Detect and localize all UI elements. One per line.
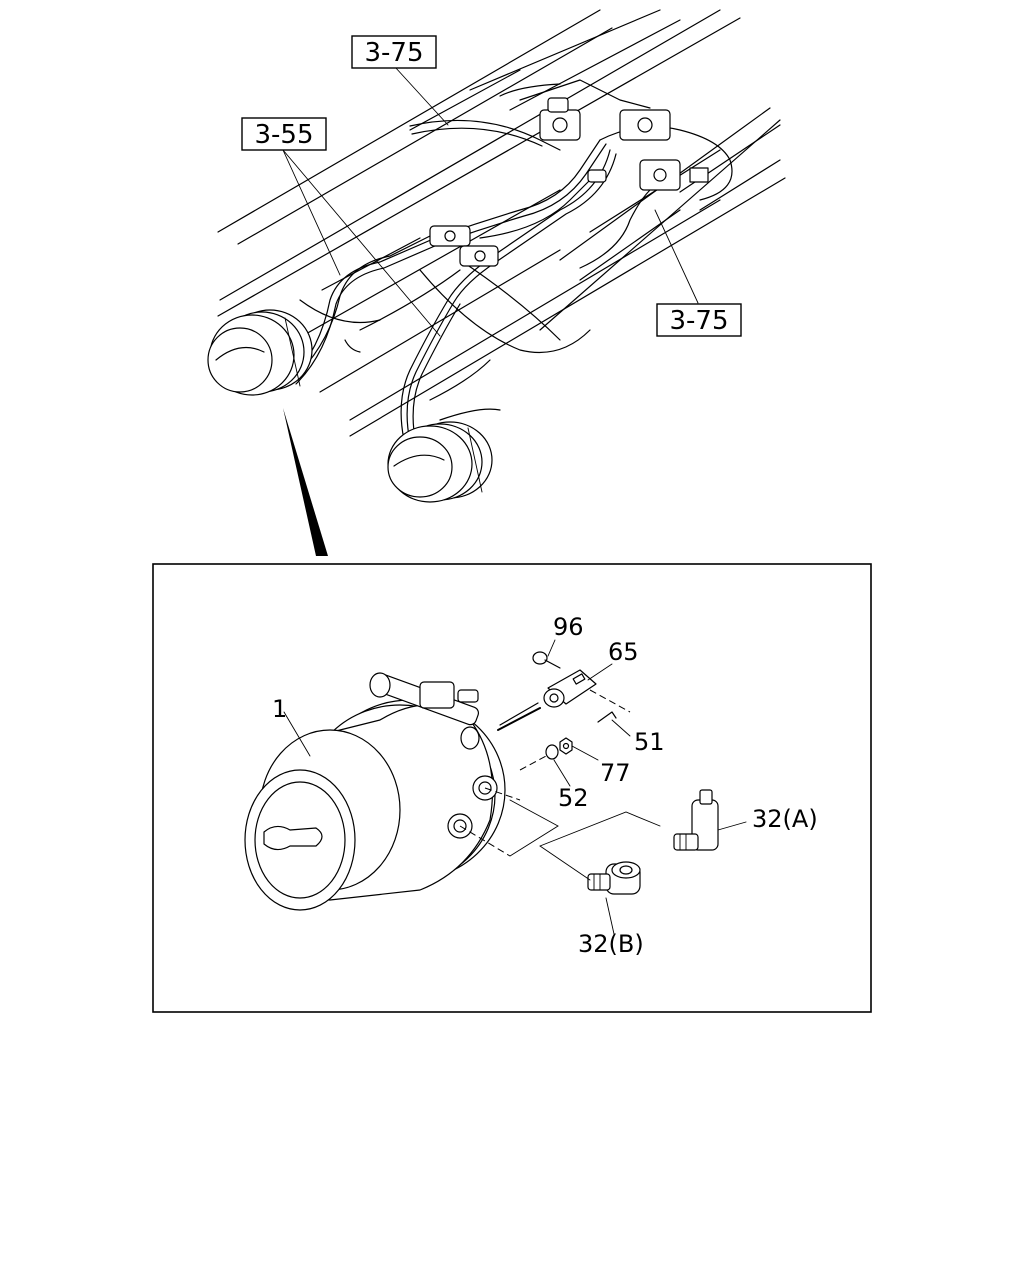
callout-1: 1 [272,695,287,723]
reference-label-3-55: 3-55 [254,120,313,150]
callout-65: 65 [608,638,639,666]
detail-pointer [283,408,328,556]
callout-96: 96 [553,613,584,641]
valve-cluster-lower [429,169,607,267]
air-lines [289,119,733,445]
callout-32a: 32(A) [752,805,818,833]
valve-cluster-upper [499,79,709,191]
axle-overview: 3-75 3-55 3-75 [207,9,786,556]
callout-77: 77 [600,759,631,787]
brake-chamber-left [207,309,313,396]
brake-chamber-assembly [244,672,541,911]
reference-3-55: 3-55 [241,117,327,151]
reference-leaders [282,66,699,337]
elbow-fitting-32b [587,861,641,895]
callout-leaders [283,639,747,935]
elbow-fitting-32a [673,789,719,851]
reference-3-75-top: 3-75 [351,35,437,69]
reference-label-3-75-right: 3-75 [669,306,728,336]
frame-rails [217,9,786,437]
callout-52: 52 [558,784,589,812]
detail-frame [152,563,872,1013]
clevis-parts [519,651,631,771]
callout-32b: 32(B) [578,930,644,958]
callout-51: 51 [634,728,665,756]
reference-label-3-75-top: 3-75 [364,38,423,68]
reference-3-75-right: 3-75 [656,303,742,337]
brake-chamber-right [387,421,493,503]
port-connection-lines [459,787,661,881]
axle-housing [299,259,591,421]
detail-panel: 96 65 1 51 77 52 32(A) 32(B) [152,563,872,1013]
